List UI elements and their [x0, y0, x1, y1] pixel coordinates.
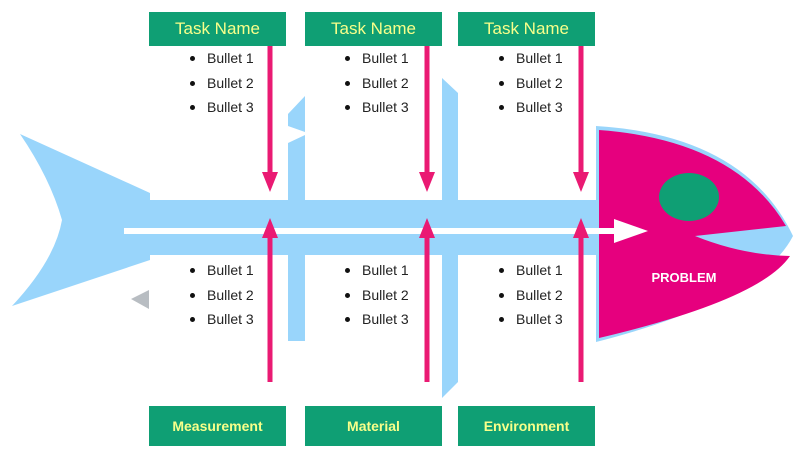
bullet-item: Bullet 2: [496, 74, 563, 99]
bullet-item: Bullet 1: [342, 49, 409, 74]
cause-arrows-up: [262, 218, 589, 382]
spine-arrow-head: [614, 219, 648, 243]
arrow-up-3-head: [573, 218, 589, 238]
bone-top-2: [442, 78, 458, 200]
bullet-item: Bullet 1: [496, 49, 563, 74]
bottom-bullet-list-3: Bullet 1 Bullet 2 Bullet 3: [496, 261, 563, 335]
fish-head: [599, 130, 790, 338]
bullet-item: Bullet 3: [187, 98, 254, 123]
category-box-measurement: Measurement: [149, 406, 286, 446]
fish-eye: [659, 173, 719, 221]
top-bullet-list-3: Bullet 1 Bullet 2 Bullet 3: [496, 49, 563, 123]
bullet-item: Bullet 2: [187, 74, 254, 99]
top-bullet-list-2: Bullet 1 Bullet 2 Bullet 3: [342, 49, 409, 123]
bullet-item: Bullet 1: [496, 261, 563, 286]
bullet-item: Bullet 3: [496, 310, 563, 335]
cause-arrows-down: [262, 20, 589, 192]
bone-top-1: [288, 96, 305, 200]
bottom-bullet-list-2: Bullet 1 Bullet 2 Bullet 3: [342, 261, 409, 335]
top-bullet-list-1: Bullet 1 Bullet 2 Bullet 3: [187, 49, 254, 123]
bullet-item: Bullet 2: [187, 286, 254, 311]
bullet-item: Bullet 2: [342, 286, 409, 311]
task-name-box-2: Task Name: [305, 12, 442, 46]
arrow-up-2-head: [419, 218, 435, 238]
bottom-bullet-list-1: Bullet 1 Bullet 2 Bullet 3: [187, 261, 254, 335]
bone-bottom-2: [442, 255, 458, 398]
bullet-item: Bullet 3: [342, 98, 409, 123]
fish-spine: [122, 200, 610, 255]
problem-label: PROBLEM: [651, 270, 717, 285]
bullet-item: Bullet 3: [187, 310, 254, 335]
arrow-down-3-head: [573, 172, 589, 192]
fish-tail: [12, 134, 150, 306]
arrow-up-1-head: [262, 218, 278, 238]
fish-fin: [131, 290, 149, 309]
bullet-item: Bullet 1: [342, 261, 409, 286]
bullet-item: Bullet 2: [496, 286, 563, 311]
bullet-item: Bullet 3: [342, 310, 409, 335]
category-box-material: Material: [305, 406, 442, 446]
task-name-box-3: Task Name: [458, 12, 595, 46]
arrow-down-1-head: [262, 172, 278, 192]
category-box-environment: Environment: [458, 406, 595, 446]
task-name-box-1: Task Name: [149, 12, 286, 46]
bullet-item: Bullet 1: [187, 261, 254, 286]
bullet-item: Bullet 2: [342, 74, 409, 99]
bone-bottom-1: [288, 255, 305, 341]
arrow-down-2-head: [419, 172, 435, 192]
bullet-item: Bullet 1: [187, 49, 254, 74]
bullet-item: Bullet 3: [496, 98, 563, 123]
